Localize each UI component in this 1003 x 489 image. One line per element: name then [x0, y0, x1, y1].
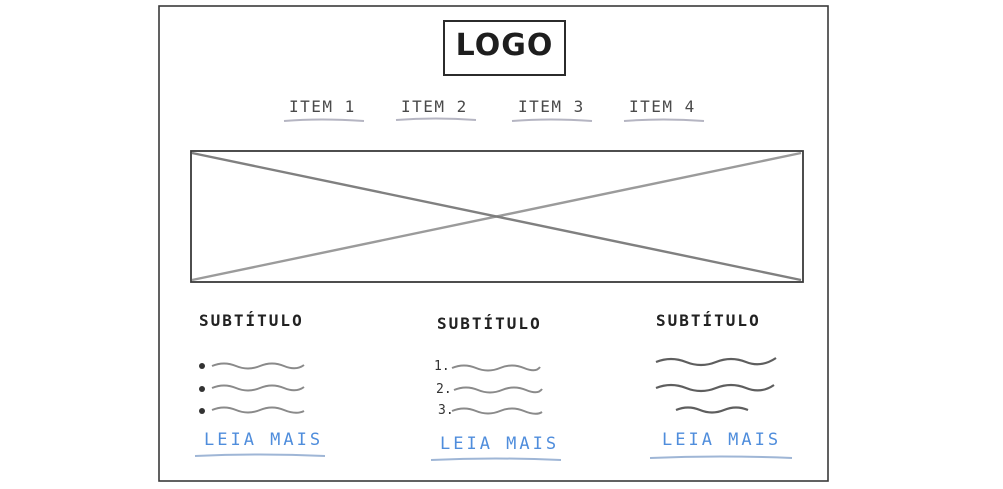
text-squiggle	[211, 406, 305, 414]
read-more-link-2[interactable]: LEIA MAIS	[440, 434, 560, 454]
link-underline-3	[649, 455, 793, 459]
text-squiggle	[451, 407, 543, 415]
nav-underline-1	[283, 118, 365, 122]
page-frame	[158, 5, 829, 482]
link-underline-1	[194, 453, 326, 457]
subtitle-3: SUBTÍTULO	[656, 311, 761, 330]
numbered-list-2	[451, 364, 543, 415]
nav-item-2[interactable]: ITEM 2	[401, 97, 468, 116]
list-number-3: 3.	[438, 403, 454, 418]
nav-item-1[interactable]: ITEM 1	[289, 97, 356, 116]
link-underline-2	[430, 457, 562, 461]
text-squiggle	[655, 383, 775, 393]
text-squiggle	[211, 384, 305, 392]
list-number-1: 1.	[434, 359, 450, 374]
bullet-1	[199, 363, 205, 369]
logo-box	[443, 20, 566, 76]
text-squiggle	[451, 364, 541, 372]
read-more-link-1[interactable]: LEIA MAIS	[204, 430, 324, 450]
paragraph-3	[655, 357, 777, 414]
text-squiggle	[453, 386, 543, 394]
logo[interactable]: LOGO	[455, 28, 554, 63]
nav-underline-4	[623, 118, 705, 122]
bullet-3	[199, 408, 205, 414]
bullet-list-1	[199, 362, 305, 414]
text-squiggle	[211, 362, 305, 370]
list-number-2: 2.	[436, 382, 452, 397]
text-squiggle	[655, 357, 777, 367]
nav-item-4[interactable]: ITEM 4	[629, 97, 696, 116]
nav-underline-2	[395, 117, 477, 121]
bullet-2	[199, 386, 205, 392]
nav-underline-3	[511, 118, 593, 122]
subtitle-2: SUBTÍTULO	[437, 314, 542, 333]
read-more-link-3[interactable]: LEIA MAIS	[662, 430, 782, 450]
nav-item-3[interactable]: ITEM 3	[518, 97, 585, 116]
text-squiggle	[675, 406, 749, 414]
image-placeholder-icon	[190, 150, 804, 283]
subtitle-1: SUBTÍTULO	[199, 311, 304, 330]
